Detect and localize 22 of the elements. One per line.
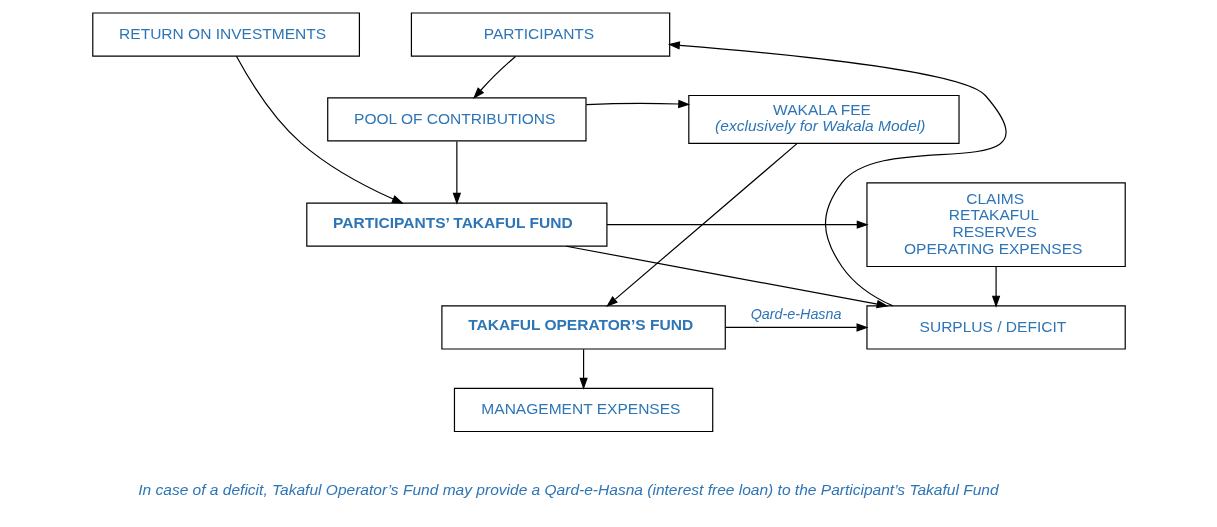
- arrow: [235, 55, 404, 204]
- arrow: [991, 266, 1000, 308]
- node-box: MANAGEMENT EXPENSES: [453, 387, 713, 433]
- arrow: [578, 348, 588, 390]
- node-box: PARTICIPANTS: [410, 12, 670, 57]
- node-box: SURPLUS / DEFICIT: [865, 305, 1126, 350]
- node-box: PARTICIPANTS’ TAKAFUL FUND: [305, 202, 607, 247]
- label: In case of a deficit, Takaful Operator’s Fund may provide a Qard-e-Hasna (interest free loan) to the Participant’s Takaful Fund: [137, 481, 999, 499]
- arrow: [565, 245, 889, 309]
- arrow: [605, 142, 798, 308]
- arrow: [472, 55, 516, 99]
- arrow: [724, 323, 868, 332]
- arrow: [452, 140, 461, 205]
- node-box: TAKAFUL OPERATOR’S FUND: [440, 305, 726, 350]
- arrow: [605, 220, 869, 229]
- node-box: POOL OF CONTRIBUTIONS: [326, 97, 587, 142]
- node-box: WAKALA FEE (exclusively for Wakala Model): [687, 94, 960, 144]
- node-box: RETURN ON INVESTMENTS: [91, 12, 360, 57]
- arrow: [667, 41, 1007, 307]
- edge-label: Qard-e-Hasna: [750, 305, 841, 322]
- node-box: CLAIMS RETAKAFUL RESERVES OPERATING EXPENSES: [865, 182, 1126, 268]
- arrow: [585, 99, 690, 109]
